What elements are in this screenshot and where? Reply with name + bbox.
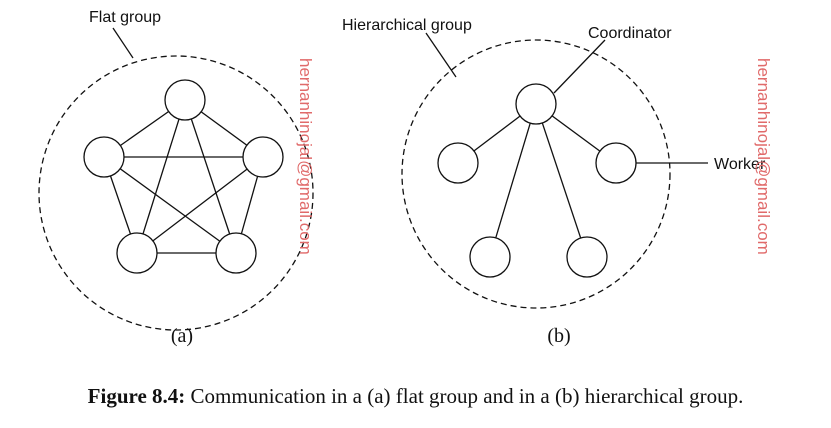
flat-node-left	[83, 136, 125, 178]
worker-node-bottom-left	[469, 236, 511, 278]
figure-caption-text: Communication in a (a) flat group and in…	[185, 384, 744, 408]
hierarchical-group-diagram: Hierarchical group Coordinator Worker (b…	[342, 17, 766, 347]
coordinator-node	[515, 83, 557, 125]
hierarchical-group-label: Hierarchical group	[342, 17, 472, 34]
figure-number: Figure 8.4:	[87, 384, 186, 408]
flat-group-pointer	[112, 27, 134, 59]
watermark-left: hernanhinojal@gmail.com	[296, 58, 315, 255]
flat-group-edges	[103, 99, 264, 254]
flat-node-top	[164, 79, 206, 121]
coordinator-label: Coordinator	[588, 25, 672, 42]
hierarchical-group-pointer	[425, 32, 457, 78]
flat-group-diagram: Flat group (a)	[38, 9, 314, 347]
hierarchical-group-boundary	[401, 39, 671, 309]
panel-a-label: (a)	[171, 325, 193, 347]
flat-group-boundary	[38, 55, 314, 331]
panel-b-label: (b)	[547, 325, 570, 347]
coordinator-pointer	[553, 39, 606, 94]
worker-node-bottom-right	[566, 236, 608, 278]
worker-label: Worker	[714, 156, 766, 173]
worker-node-left	[437, 142, 479, 184]
watermark-right: hernanhinojal@gmail.com	[754, 58, 773, 255]
hierarchical-group-edges	[457, 103, 617, 258]
flat-node-right	[242, 136, 284, 178]
worker-node-right	[595, 142, 637, 184]
flat-node-bottom-right	[215, 232, 257, 274]
figure-caption: Figure 8.4: Communication in a (a) flat …	[0, 384, 831, 409]
flat-group-label: Flat group	[89, 9, 161, 26]
flat-node-bottom-left	[116, 232, 158, 274]
